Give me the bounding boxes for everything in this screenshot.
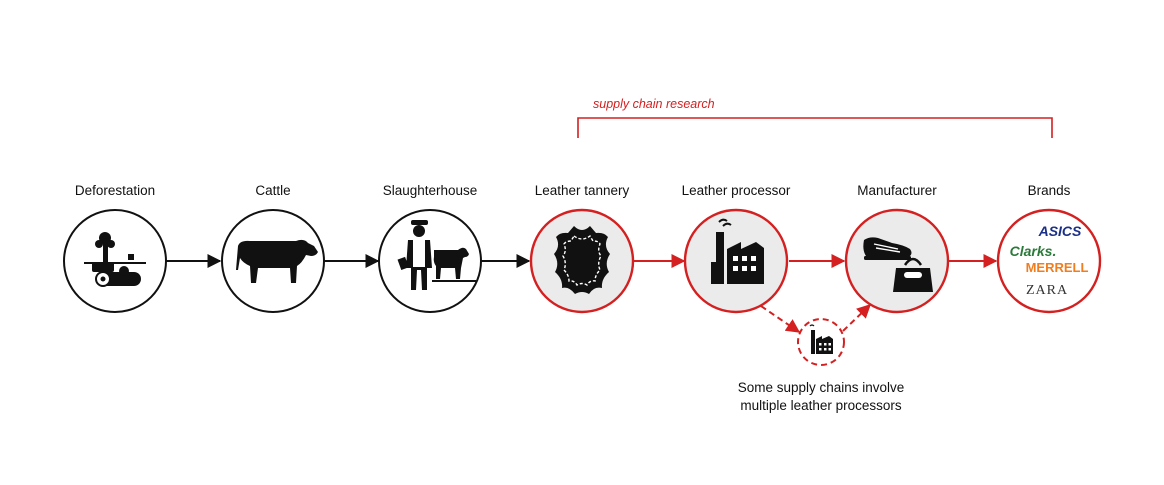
research-bracket: supply chain research [577, 97, 1053, 138]
stage-labels: Deforestation Cattle Slaughterhouse Leat… [75, 183, 1071, 198]
stage-label-brands: Brands [1028, 183, 1071, 198]
note-line-2: multiple leather processors [740, 398, 902, 413]
brand-merrell: MERRELL [1026, 260, 1089, 275]
node-cattle [221, 209, 325, 313]
cow-icon [236, 239, 318, 283]
node-additional-processor [797, 318, 845, 366]
brand-asics: ASICS [1038, 223, 1082, 239]
leather-hide-icon [554, 226, 610, 294]
brand-clarks: Clarks. [1010, 243, 1057, 259]
bracket-line [577, 117, 1053, 138]
stage-label-manufacturer: Manufacturer [857, 183, 937, 198]
shoe-handbag-icon [863, 237, 933, 292]
flow-arrows [166, 254, 998, 333]
node-leather-processor [683, 208, 789, 314]
stage-label-deforestation: Deforestation [75, 183, 155, 198]
node-leather-tannery [529, 208, 635, 314]
node-manufacturer [844, 208, 950, 314]
multiple-processors-note: Some supply chains involve multiple leat… [738, 380, 905, 413]
stage-label-cattle: Cattle [255, 183, 290, 198]
deforestation-icon [84, 232, 146, 287]
bracket-label: supply chain research [593, 97, 715, 111]
small-factory-icon [809, 324, 833, 354]
brand-logos-icon: ASICS Clarks. MERRELL ZARA [1010, 223, 1089, 298]
stage-label-slaughterhouse: Slaughterhouse [383, 183, 478, 198]
brand-zara: ZARA [1026, 283, 1068, 298]
stage-label-leather-tannery: Leather tannery [535, 183, 630, 198]
dashed-arrow-side-to-manufacturer [842, 304, 872, 332]
factory-icon [711, 218, 764, 284]
dashed-arrow-processor-to-side [760, 305, 801, 333]
slaughterhouse-icon [397, 220, 476, 290]
node-deforestation [63, 209, 167, 313]
stage-label-leather-processor: Leather processor [682, 183, 791, 198]
note-line-1: Some supply chains involve [738, 380, 905, 395]
node-slaughterhouse [378, 209, 482, 313]
node-brands: ASICS Clarks. MERRELL ZARA [996, 208, 1102, 314]
